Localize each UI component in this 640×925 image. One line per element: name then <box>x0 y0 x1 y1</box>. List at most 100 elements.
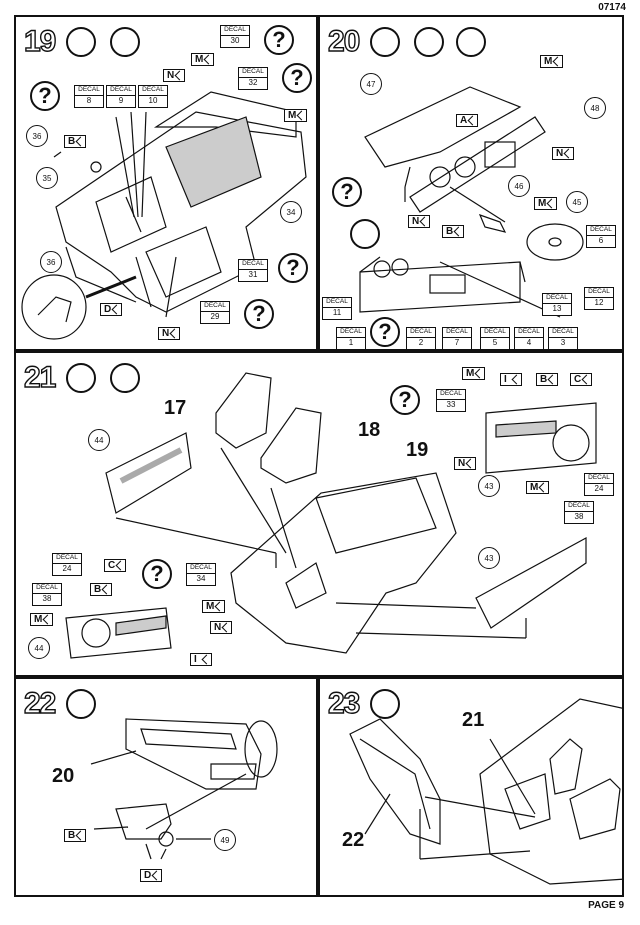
decal-water-icon <box>110 27 140 57</box>
step-20-illustration <box>359 86 584 318</box>
part-letter-tag: N <box>408 215 431 228</box>
part-letter-tag: N <box>163 69 186 82</box>
part-number: 36 <box>26 125 48 147</box>
glue-tube-icon <box>66 689 96 719</box>
glue-tube-icon <box>66 27 96 57</box>
part-letter-tag: D <box>100 303 123 316</box>
step-20-number: 20 <box>327 25 361 58</box>
step-22-illustration <box>90 718 278 860</box>
part-number: 34 <box>280 201 302 223</box>
part-number-large: 19 <box>406 439 429 461</box>
question-icon: ? <box>142 559 172 589</box>
part-letter-tag: N <box>454 457 477 470</box>
part-number: 35 <box>36 167 58 189</box>
question-icon: ? <box>244 299 274 329</box>
step-19-illustration <box>21 91 307 340</box>
document-number: 07174 <box>598 2 626 13</box>
part-number-large: 21 <box>462 709 485 731</box>
part-number: 49 <box>214 829 236 851</box>
question-icon: ? <box>264 25 294 55</box>
page-number: PAGE 9 <box>588 900 624 911</box>
part-number-large: 22 <box>342 829 365 851</box>
step-23-panel: 23 21 22 <box>318 677 624 897</box>
part-letter-tag: M <box>191 53 215 66</box>
step-23-number: 23 <box>327 687 361 720</box>
part-letter-tag: B <box>64 135 87 148</box>
step-21-number: 21 <box>23 361 57 394</box>
part-number: 43 <box>478 547 500 569</box>
question-icon: ? <box>30 81 60 111</box>
question-icon: ? <box>332 177 362 207</box>
part-number-large: 18 <box>358 419 381 441</box>
part-letter-tag: A <box>456 114 479 127</box>
part-letter-tag: M <box>202 600 226 613</box>
part-letter-tag: D <box>140 869 163 882</box>
step-22-number: 22 <box>23 687 57 720</box>
question-icon: ? <box>370 317 400 347</box>
question-icon: ? <box>282 63 312 93</box>
glue-tube-icon <box>370 27 400 57</box>
part-letter-tag: C <box>570 373 593 386</box>
part-number-large: 17 <box>164 397 187 419</box>
decal-water-icon <box>110 363 140 393</box>
part-number: 46 <box>508 175 530 197</box>
part-letter-tag: M <box>526 481 550 494</box>
decal-water-icon <box>414 27 444 57</box>
step-19-number: 19 <box>23 25 57 58</box>
part-number: 45 <box>566 191 588 213</box>
part-letter-tag: M <box>540 55 564 68</box>
part-letter-tag: B <box>90 583 113 596</box>
part-letter-tag: B <box>64 829 87 842</box>
part-number: 47 <box>360 73 382 95</box>
part-letter-tag: N <box>158 327 181 340</box>
part-letter-tag: M <box>30 613 54 626</box>
part-number: 44 <box>28 637 50 659</box>
part-letter-tag: B <box>442 225 465 238</box>
question-icon: ? <box>390 385 420 415</box>
step-23-illustration <box>349 698 622 885</box>
part-letter-tag: C <box>104 559 127 572</box>
part-letter-tag: N <box>210 621 233 634</box>
part-letter-tag: M <box>534 197 558 210</box>
glue-tube-icon <box>370 689 400 719</box>
part-letter-tag: I <box>190 653 212 666</box>
sanding-file-icon <box>350 219 380 249</box>
sanding-file-icon <box>456 27 486 57</box>
step-21-illustration <box>65 372 597 659</box>
part-letter-tag: M <box>462 367 486 380</box>
glue-tube-icon <box>66 363 96 393</box>
part-letter-tag: N <box>552 147 575 160</box>
part-letter-tag: M <box>284 109 308 122</box>
part-number: 43 <box>478 475 500 497</box>
part-number: 44 <box>88 429 110 451</box>
question-icon: ? <box>278 253 308 283</box>
part-letter-tag: B <box>536 373 559 386</box>
step-22-panel: 22 20 B D 49 <box>14 677 318 897</box>
